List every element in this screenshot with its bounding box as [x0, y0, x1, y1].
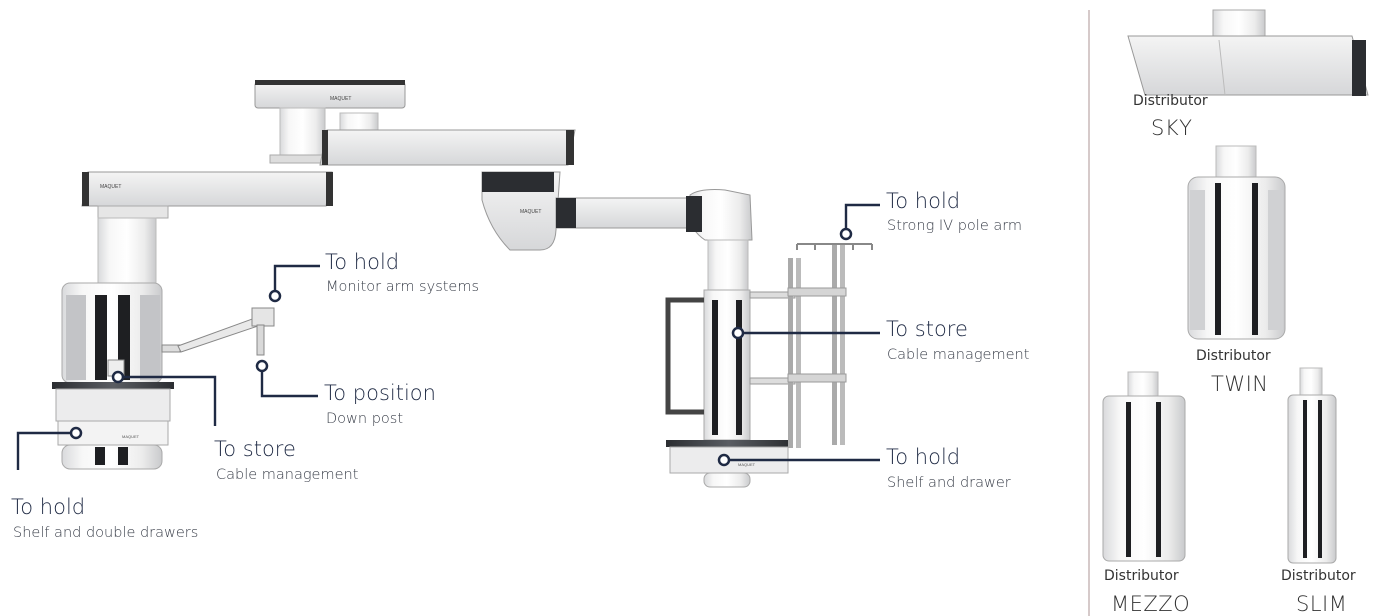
marker-monitor — [268, 289, 282, 303]
callout-downpost-title: To position — [324, 381, 436, 405]
shelf-right — [666, 440, 792, 447]
callout-iv-title: To hold — [886, 189, 961, 213]
brand-mark-3: MAQUET — [122, 434, 140, 439]
marker-cable-left — [111, 370, 125, 384]
leader-shelf-left — [16, 431, 76, 470]
leader-iv — [844, 203, 880, 234]
distributor-twin-prefix: Distributor — [1196, 348, 1271, 364]
channel-bottom-2 — [118, 447, 128, 465]
iv-cross-2 — [787, 373, 847, 383]
callout-iv-subtitle: Strong IV pole arm — [887, 218, 1023, 234]
drop-column — [97, 217, 157, 284]
channel-bottom-1 — [95, 447, 105, 465]
callout-lines — [16, 203, 880, 470]
iv-pole-3 — [832, 245, 837, 445]
distributor-sky-name: SKY — [1151, 116, 1193, 140]
ceiling-mount-left — [254, 81, 406, 109]
left-pendant: MAQUET MAQUET MAQUET — [52, 80, 576, 470]
right-supply-unit — [703, 289, 751, 441]
distributor-slim-prefix: Distributor — [1281, 568, 1356, 584]
distributor-mezzo-illustration — [1102, 371, 1186, 562]
iv-pole-1 — [788, 258, 793, 448]
right-column — [707, 239, 749, 291]
upper-arm — [319, 129, 576, 166]
marker-iv — [839, 227, 853, 241]
side-rail — [665, 297, 704, 415]
distributor-twin-illustration — [1187, 145, 1286, 340]
iv-pole-2 — [796, 258, 801, 448]
joint-lower — [97, 205, 169, 219]
monitor-arm-joint — [251, 307, 275, 327]
leader-downpost — [260, 366, 318, 398]
callout-cable-left-title: To store — [214, 437, 296, 461]
monitor-arm-base — [161, 344, 181, 353]
leader-monitor — [273, 264, 320, 296]
brand-mark-5: MAQUET — [738, 462, 756, 467]
callout-shelf-right-title: To hold — [886, 445, 961, 469]
supply-unit-bottom — [61, 444, 163, 470]
brand-mark-1: MAQUET — [330, 96, 351, 102]
ceiling-mount-trim — [255, 80, 405, 85]
right-channel-1 — [712, 300, 718, 435]
motor-band — [482, 172, 554, 192]
channel-4 — [140, 295, 160, 380]
monitor-arm-segment — [177, 317, 259, 353]
lower-arm-cap — [326, 172, 333, 206]
iv-cross-1 — [787, 287, 847, 297]
arm-dark-end — [556, 198, 576, 228]
callout-markers — [69, 227, 853, 467]
distributor-twin-name: TWIN — [1211, 372, 1269, 396]
channel-1 — [66, 295, 86, 380]
callout-shelf-left-subtitle: Shelf and double drawers — [13, 525, 199, 541]
distributor-sky-illustration — [1127, 9, 1369, 96]
iv-hooks — [796, 243, 873, 250]
upper-arm-cap — [566, 130, 574, 165]
channel-2 — [95, 295, 107, 380]
distributor-mezzo-prefix: Distributor — [1104, 568, 1179, 584]
drawer-upper — [55, 388, 171, 422]
channel-3 — [118, 295, 130, 380]
callout-downpost-subtitle: Down post — [326, 411, 404, 427]
callout-cable-right-subtitle: Cable management — [887, 347, 1030, 363]
callout-shelf-left-title: To hold — [11, 495, 86, 519]
brand-mark-4: MAQUET — [520, 209, 541, 215]
distributor-sky-prefix: Distributor — [1133, 93, 1208, 109]
marker-cable-right — [731, 326, 745, 340]
elbow-dark — [686, 196, 702, 232]
shelf-left — [52, 382, 174, 389]
callout-monitor-title: To hold — [325, 250, 400, 274]
marker-downpost — [255, 359, 269, 373]
brand-mark-2: MAQUET — [100, 184, 121, 190]
distributor-slim-name: SLIM — [1296, 592, 1348, 616]
iv-pole-4 — [840, 245, 845, 445]
lower-arm-cap-left — [82, 172, 89, 206]
down-post — [256, 324, 265, 356]
callout-cable-right-title: To store — [886, 317, 968, 341]
horizontal-arm — [555, 197, 697, 229]
right-pendant: MAQUET MAQUET — [481, 171, 873, 488]
marker-shelf-right — [717, 453, 731, 467]
marker-shelf-left — [69, 426, 83, 440]
ceiling-column-left — [279, 107, 326, 159]
right-bottom-cap — [703, 472, 751, 488]
leader-cable-left — [118, 375, 217, 426]
distributor-slim-illustration — [1287, 367, 1337, 564]
distributor-mezzo-name: MEZZO — [1111, 592, 1191, 616]
right-channel-2 — [736, 300, 742, 435]
callout-shelf-right-subtitle: Shelf and drawer — [887, 475, 1011, 491]
callout-monitor-subtitle: Monitor arm systems — [326, 279, 480, 295]
upper-arm-cap-left — [322, 130, 328, 165]
callout-cable-left-subtitle: Cable management — [216, 467, 359, 483]
